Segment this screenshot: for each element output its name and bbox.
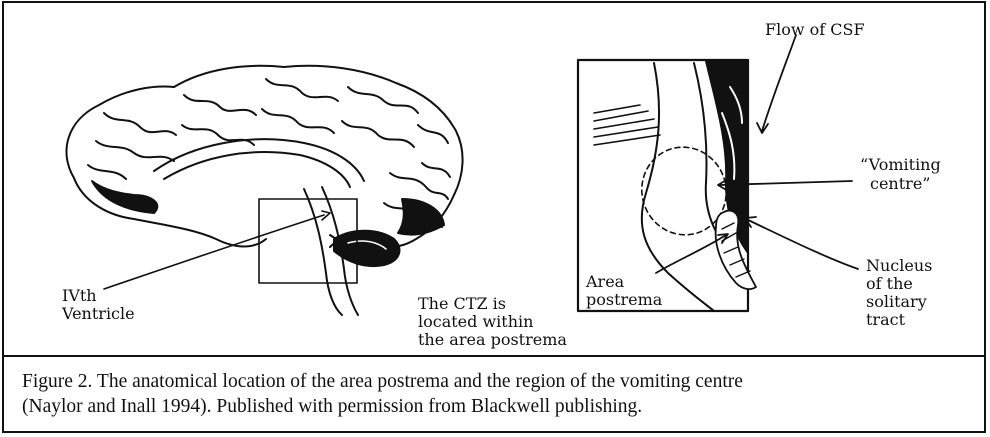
brain-illustration	[66, 66, 462, 315]
label-nucleus-line3: solitary	[866, 293, 927, 310]
label-ivth-ventricle-line1: IVth	[62, 287, 97, 304]
label-vomiting-centre-line2: centre”	[870, 175, 930, 192]
label-ctz-line2: located within	[418, 313, 533, 330]
label-nucleus-line2: of the	[866, 275, 913, 292]
label-nucleus-line1: Nucleus	[866, 257, 932, 274]
caption-line-1: Figure 2. The anatomical location of the…	[22, 369, 982, 394]
label-ctz-line1: The CTZ is	[418, 295, 506, 312]
label-ctz-line3: the area postrema	[418, 331, 567, 348]
label-vomiting-centre-line1: “Vomiting	[860, 156, 941, 173]
caption-divider	[4, 355, 984, 357]
label-area-postrema-line2: postrema	[586, 291, 662, 308]
label-flow-of-csf: Flow of CSF	[765, 21, 865, 38]
figure-caption: Figure 2. The anatomical location of the…	[22, 369, 982, 419]
caption-line-2: (Naylor and Inall 1994). Published with …	[22, 394, 982, 419]
label-ivth-ventricle-line2: Ventricle	[62, 305, 135, 322]
inset-illustration	[578, 35, 858, 311]
label-area-postrema-line1: Area	[586, 273, 624, 290]
label-nucleus-line4: tract	[866, 311, 905, 328]
